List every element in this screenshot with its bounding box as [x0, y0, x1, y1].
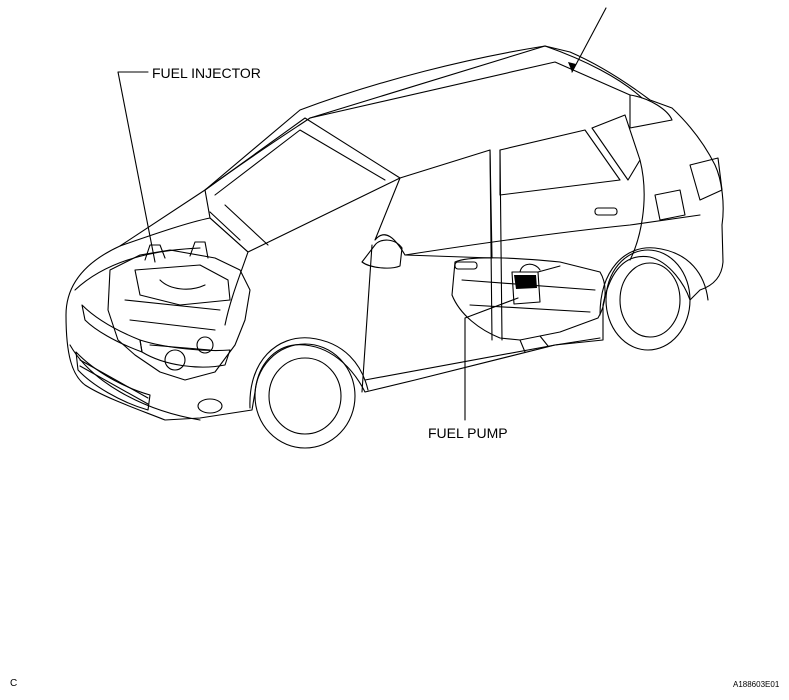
beltline	[405, 215, 700, 255]
front-door-handle	[455, 262, 477, 269]
rear-rim	[620, 263, 680, 337]
wiper-left	[210, 205, 268, 245]
windshield-inner	[215, 130, 385, 195]
figure-code: A188603E01	[733, 680, 780, 689]
fuel-pump-module-fill	[514, 275, 537, 289]
car-body-outline	[66, 46, 723, 420]
tail-light	[690, 158, 722, 200]
roof-rear	[545, 46, 642, 98]
front-rim	[269, 358, 341, 434]
rear-side-window	[500, 130, 620, 195]
fuel-pump-label: FUEL PUMP	[428, 425, 508, 441]
fuel-pump-hose	[520, 264, 560, 272]
engine-pulley	[165, 350, 185, 370]
rear-tire	[606, 250, 690, 350]
engine-intake	[135, 265, 230, 305]
corner-letter: C	[10, 678, 18, 689]
fuel-door	[655, 190, 685, 220]
windshield	[205, 118, 400, 252]
front-side-window	[375, 150, 492, 258]
front-tire	[255, 344, 355, 448]
rear-spoiler	[630, 95, 672, 128]
engine-detail-1	[125, 280, 220, 350]
roof-inner	[310, 62, 630, 118]
grille-lines	[80, 360, 148, 404]
rear-wheel-arch	[600, 248, 708, 315]
rocker	[365, 338, 600, 380]
engine-pulley-2	[197, 337, 213, 353]
fuel-tank	[452, 258, 605, 340]
hood-outline	[120, 218, 248, 325]
fuel-injector-label: FUEL INJECTOR	[152, 65, 261, 81]
fog-light	[198, 399, 222, 413]
side-mirror	[362, 240, 402, 268]
top-leader	[572, 8, 606, 72]
quarter-window	[592, 115, 640, 180]
top-leader-arrowhead	[568, 62, 576, 72]
fuel-pump-leader	[465, 298, 518, 420]
fuel-injector-leader	[118, 72, 155, 262]
engine-detail-2	[145, 242, 208, 260]
front-door-seam	[362, 245, 372, 392]
fuel-tank-detail	[462, 280, 595, 352]
front-wheel-arch	[250, 338, 368, 408]
engine-assembly	[108, 250, 250, 380]
b-pillar-2	[500, 150, 502, 340]
rear-door-seam	[630, 160, 644, 260]
rear-door-handle	[595, 208, 617, 215]
bumper-lower	[70, 345, 200, 420]
front-grille	[82, 305, 142, 352]
hood-front	[75, 248, 200, 290]
fuel-pump-module	[512, 272, 540, 304]
